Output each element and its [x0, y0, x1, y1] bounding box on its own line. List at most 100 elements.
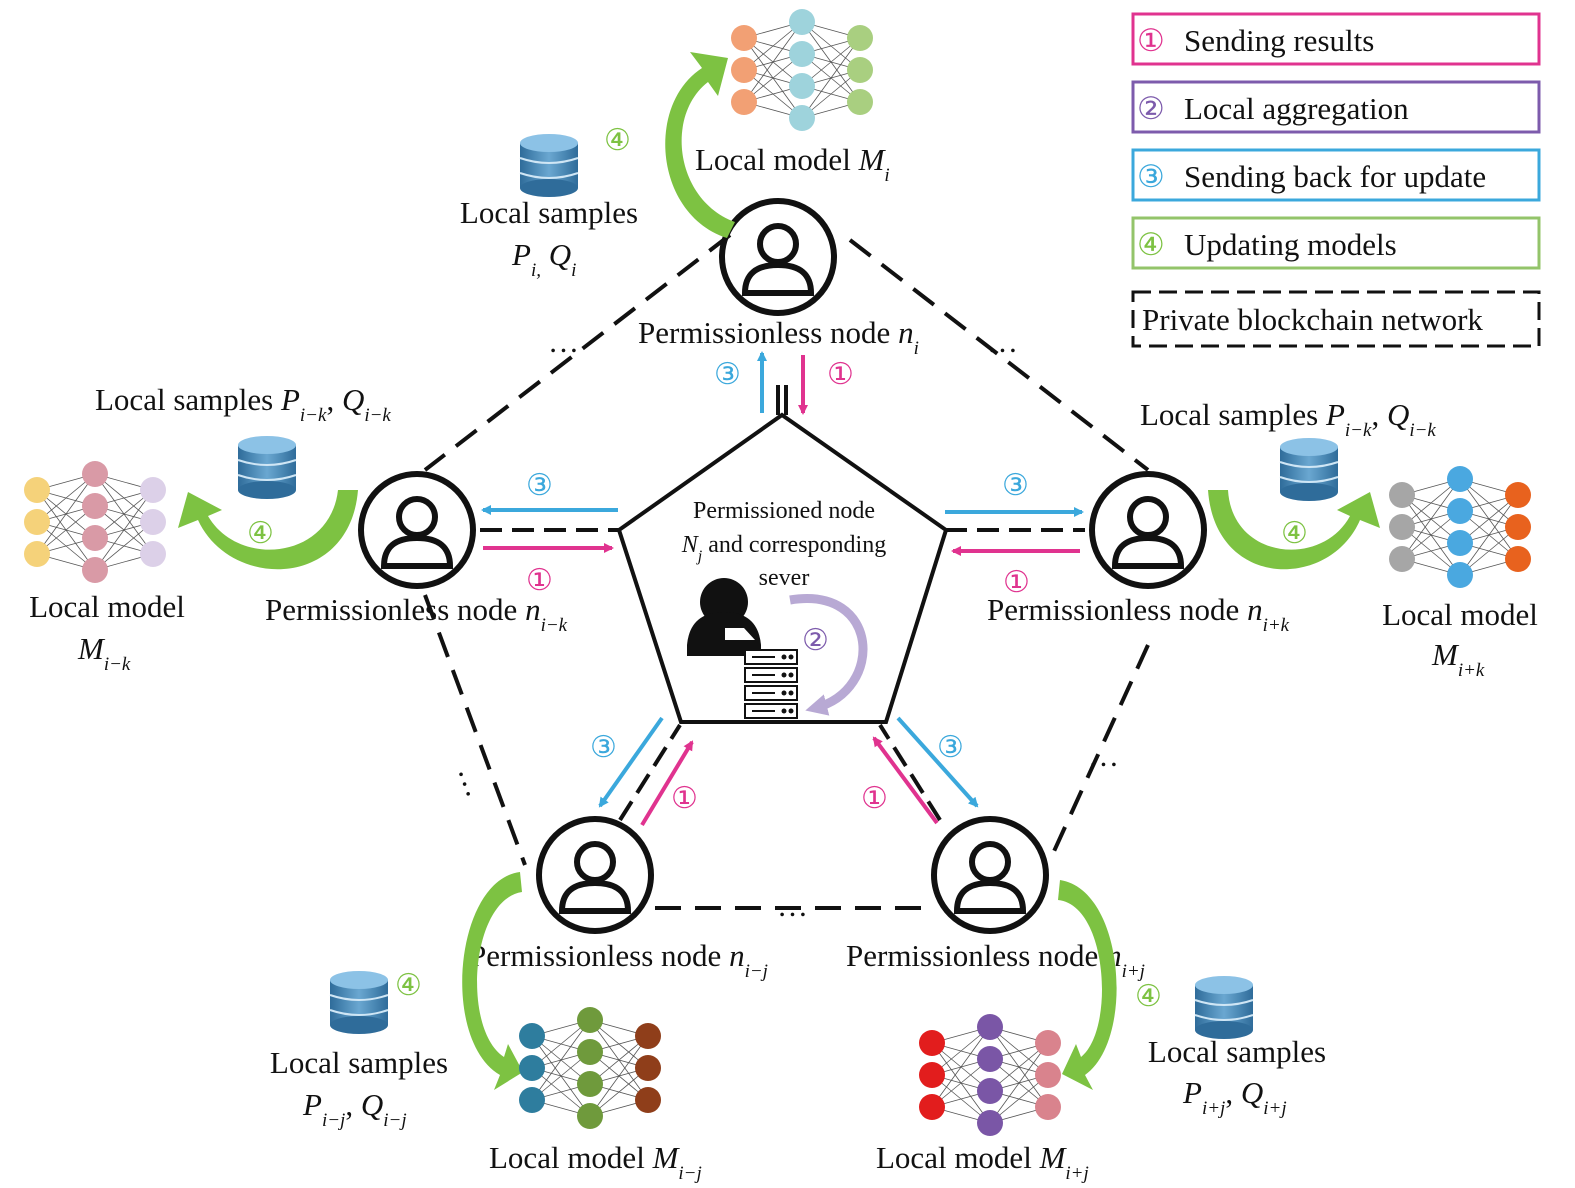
node-br-user-icon — [931, 816, 1049, 934]
network-neuron — [1505, 514, 1531, 540]
network-edge-top-left — [423, 233, 732, 472]
step-2-mark: ② — [802, 624, 829, 657]
network-neuron — [731, 89, 757, 115]
update-arrows — [178, 52, 1380, 1090]
node-top-user-icon — [719, 198, 837, 316]
update-marks: ④ ④ ④ ④ ④ — [247, 124, 1308, 1013]
svg-text:Updating models: Updating models — [1184, 227, 1397, 262]
admin-person-icon — [687, 578, 761, 656]
node-left-user-icon — [358, 471, 476, 589]
database-icons — [237, 134, 1339, 1039]
update-arrow-left — [178, 490, 358, 570]
samples-br-vars: Pi+j, Qi+j — [1182, 1075, 1287, 1119]
network-connection — [531, 1019, 591, 1101]
update-arrow-bl — [462, 872, 523, 1090]
legend-item-sending-back: ③ Sending back for update — [1131, 148, 1541, 202]
network-neuron — [1447, 530, 1473, 556]
samples-bl-vars: Pi−j, Qi−j — [302, 1087, 407, 1131]
mark-left-4: ④ — [247, 517, 274, 550]
mark-right-3: ③ — [1002, 469, 1029, 502]
mark-right-1: ① — [1003, 566, 1030, 599]
network-neuron — [1447, 466, 1473, 492]
network-neuron — [635, 1055, 661, 1081]
network-neuron — [1389, 546, 1415, 572]
svg-text:Nj and corresponding: Nj and corresponding — [681, 532, 886, 565]
network-neuron — [977, 1110, 1003, 1136]
ellipsis-right: … — [1088, 738, 1119, 773]
network-neuron — [731, 25, 757, 51]
node-br-label: Permissionless node ni+j — [846, 938, 1145, 982]
network-neuron — [789, 41, 815, 67]
svg-text:Private blockchain network: Private blockchain network — [1142, 302, 1483, 337]
model-labels: Local model Mi Local model Mi−k Local mo… — [29, 142, 1538, 1184]
ellipsis-bottom: … — [777, 888, 808, 923]
network-neuron — [977, 1078, 1003, 1104]
network-connection — [743, 21, 803, 103]
database-icon-br — [1194, 976, 1254, 1039]
mark-left-3: ③ — [526, 469, 553, 502]
network-neuron — [140, 477, 166, 503]
network-connection — [1459, 494, 1519, 576]
mark-top-3: ③ — [714, 358, 741, 391]
node-right-user-icon — [1089, 471, 1207, 589]
node-right-label: Permissionless node ni+k — [987, 592, 1290, 636]
network-neuron — [847, 57, 873, 83]
mark-top-1: ① — [827, 358, 854, 391]
samples-top-label: Local samples — [460, 195, 638, 230]
samples-top-vars: Pi, Qi — [511, 237, 576, 281]
database-icon-top — [519, 134, 579, 197]
private-blockchain-network-edges — [423, 233, 1150, 910]
network-neuron — [140, 509, 166, 535]
network-edge-left-bl — [423, 594, 527, 866]
samples-bl-label: Local samples — [270, 1045, 448, 1080]
network-neuron — [24, 509, 50, 535]
model-br-label: Local model Mi+j — [876, 1140, 1089, 1184]
network-icon-left — [24, 461, 166, 583]
network-connection — [36, 473, 96, 555]
sample-labels: Local samples Pi, Qi Local samples Pi−k,… — [95, 195, 1436, 1131]
network-connection — [801, 37, 861, 119]
network-neuron — [789, 73, 815, 99]
network-neuron — [519, 1023, 545, 1049]
mark-top-4: ④ — [604, 124, 631, 157]
svg-text:①: ① — [1137, 23, 1165, 58]
node-bl-user-icon — [536, 816, 654, 934]
network-neuron — [24, 541, 50, 567]
legend-item-blockchain-network: Private blockchain network — [1131, 290, 1541, 348]
network-neuron — [731, 57, 757, 83]
node-icons — [358, 198, 1207, 934]
network-neuron — [1505, 546, 1531, 572]
mark-br-3: ③ — [937, 731, 964, 764]
arrow-br-send-results — [872, 736, 939, 825]
model-bl-label: Local model Mi−j — [489, 1140, 702, 1184]
network-neuron — [82, 525, 108, 551]
mark-br-4: ④ — [1135, 980, 1162, 1013]
network-neuron — [1505, 482, 1531, 508]
arrow-br-send-back — [896, 716, 979, 808]
network-neuron — [977, 1046, 1003, 1072]
svg-text:②: ② — [1137, 91, 1165, 126]
legend-item-sending-results: ① Sending results — [1131, 12, 1541, 66]
network-neuron — [789, 9, 815, 35]
network-neuron — [977, 1014, 1003, 1040]
node-bl-label: Permissionless node ni−j — [469, 938, 768, 982]
mark-br-1: ① — [861, 782, 888, 815]
mark-bl-3: ③ — [590, 731, 617, 764]
ellipsis-top-left: … — [548, 324, 579, 359]
network-neuron — [577, 1007, 603, 1033]
network-icon-right — [1389, 466, 1531, 588]
network-neuron — [635, 1087, 661, 1113]
legend-item-updating-models: ④ Updating models — [1131, 216, 1541, 270]
network-neuron — [635, 1023, 661, 1049]
node-left-label: Permissionless node ni−k — [265, 592, 568, 636]
network-connection — [989, 1042, 1049, 1124]
network-neuron — [847, 25, 873, 51]
network-icon-br — [919, 1014, 1061, 1136]
arrow-bl-send-results — [640, 740, 694, 827]
network-connection — [931, 1026, 991, 1108]
network-icon-top — [731, 9, 873, 131]
node-top-label: Permissionless node ni — [638, 315, 919, 359]
network-neuron — [577, 1103, 603, 1129]
model-left-sym: Mi−k — [77, 631, 131, 675]
